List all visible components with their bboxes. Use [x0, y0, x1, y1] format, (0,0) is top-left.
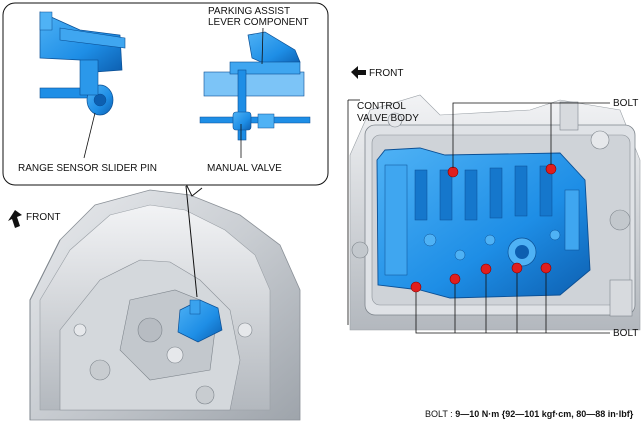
torque-spec-bolt: BOLT :: [425, 409, 453, 419]
bolt-marker: [480, 263, 492, 275]
bolt-marker: [540, 262, 552, 274]
parking-assist-label-line1: PARKING ASSIST: [208, 6, 291, 17]
manual-valve-label: MANUAL VALVE: [207, 163, 282, 174]
front-arrow-right: [351, 66, 366, 79]
bolt-marker: [545, 163, 557, 175]
torque-spec-value: 9—10 N·m {92—101 kgf·cm, 80—88 in·lbf}: [455, 409, 634, 419]
front-label-left: FRONT: [26, 212, 61, 223]
parking-assist-label-line2: LEVER COMPONENT: [208, 17, 309, 28]
control-valve-label-line2: VALVE BODY: [357, 113, 419, 124]
bolt-marker: [449, 273, 461, 285]
front-arrow-left: [8, 210, 22, 228]
bolt-markers: [410, 163, 557, 293]
bolt-marker: [447, 166, 459, 178]
bolt-marker: [511, 262, 523, 274]
torque-spec: BOLT : 9—10 N·m {92—101 kgf·cm, 80—88 in…: [425, 408, 633, 420]
control-valve-body: [376, 147, 591, 299]
left-transmission-illustration: [29, 189, 301, 421]
bolt-label-top: BOLT: [613, 98, 639, 109]
bolt-label-bottom: BOLT: [613, 328, 639, 339]
parking-lever-illustration: [199, 27, 311, 158]
bolt-marker: [410, 281, 422, 293]
range-sensor-illustration: [39, 11, 126, 159]
control-valve-label-line1: CONTROL: [357, 101, 406, 112]
range-sensor-label: RANGE SENSOR SLIDER PIN: [18, 163, 157, 174]
front-label-right: FRONT: [369, 68, 404, 79]
leader-lines: [347, 99, 610, 334]
